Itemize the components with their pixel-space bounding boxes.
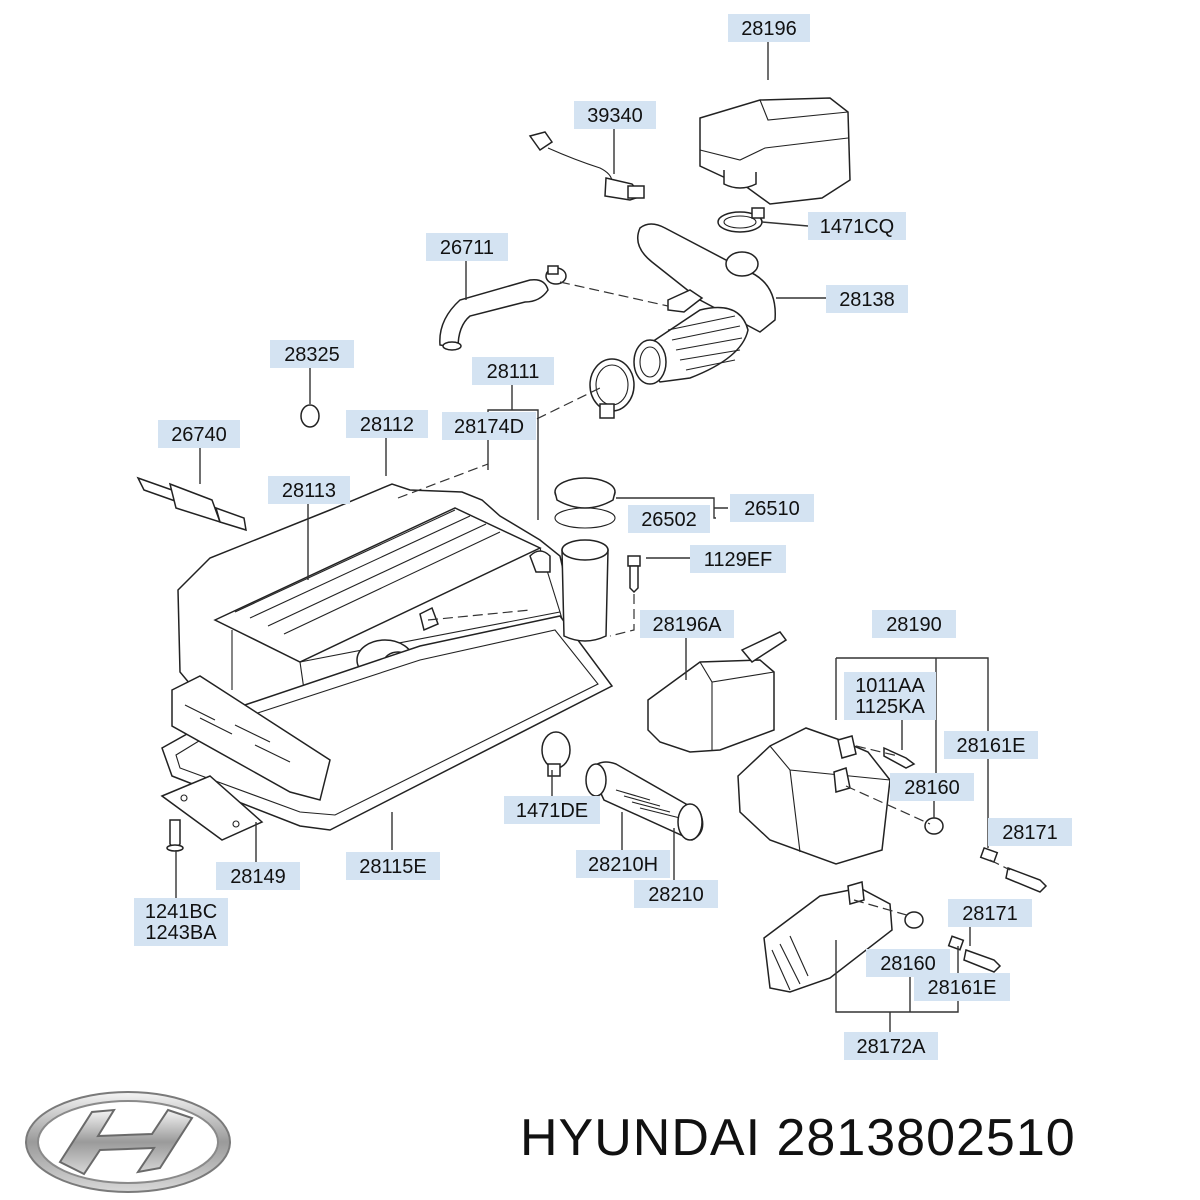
part-label-28196[interactable]: 28196 xyxy=(728,14,810,42)
svg-text:1243BA: 1243BA xyxy=(145,922,217,944)
screw-1011aa-part xyxy=(883,746,916,769)
valve-26740-part xyxy=(136,476,247,532)
svg-text:1125KA: 1125KA xyxy=(855,696,925,718)
svg-text:1471DE: 1471DE xyxy=(516,800,588,822)
resonator-part xyxy=(699,97,851,205)
svg-text:39340: 39340 xyxy=(587,105,643,127)
svg-text:28111: 28111 xyxy=(487,361,540,383)
brand-name: HYUNDAI xyxy=(520,1109,762,1167)
part-label-26711[interactable]: 26711 xyxy=(426,233,508,261)
part-label-1241bc[interactable]: 1241BC 1243BA xyxy=(134,898,228,946)
svg-text:26502: 26502 xyxy=(641,509,697,531)
part-label-1471de[interactable]: 1471DE xyxy=(504,796,600,824)
bolt-1129ef-part xyxy=(627,555,641,594)
intake-hose-part xyxy=(633,223,776,385)
svg-text:1241BC: 1241BC xyxy=(145,901,217,923)
part-label-26740[interactable]: 26740 xyxy=(158,420,240,448)
hose-connector-part xyxy=(667,289,704,313)
svg-text:26740: 26740 xyxy=(171,424,227,446)
part-label-28149[interactable]: 28149 xyxy=(216,862,300,890)
svg-text:28171: 28171 xyxy=(962,903,1018,925)
duct-28172a-part xyxy=(763,881,924,993)
svg-text:28172A: 28172A xyxy=(857,1036,927,1058)
plug-28325-part xyxy=(300,404,320,428)
svg-text:28113: 28113 xyxy=(282,480,336,502)
svg-text:26711: 26711 xyxy=(440,237,494,259)
part-label-39340[interactable]: 39340 xyxy=(574,101,656,129)
grommet-28160-part xyxy=(924,817,944,835)
clamp-28174d-part xyxy=(589,358,635,419)
svg-text:28112: 28112 xyxy=(360,414,414,436)
hyundai-logo-icon xyxy=(25,1091,231,1193)
part-label-28171-lower[interactable]: 28171 xyxy=(948,899,1032,927)
part-label-26502[interactable]: 26502 xyxy=(628,505,710,533)
svg-text:28190: 28190 xyxy=(886,614,942,636)
screw-1241bc-part xyxy=(166,819,184,852)
part-label-28171-upper[interactable]: 28171 xyxy=(988,818,1072,846)
mount-plate-28149-part xyxy=(160,775,264,841)
clamp-1471de-part xyxy=(541,731,571,777)
part-label-1129ef[interactable]: 1129EF xyxy=(690,545,786,573)
part-label-28325[interactable]: 28325 xyxy=(270,340,354,368)
part-label-1471cq[interactable]: 1471CQ xyxy=(808,212,906,240)
svg-text:1011AA: 1011AA xyxy=(855,675,925,697)
svg-text:1129EF: 1129EF xyxy=(704,549,773,571)
sensor-39340-part xyxy=(528,131,645,201)
svg-text:28171: 28171 xyxy=(1002,822,1058,844)
part-label-28115e[interactable]: 28115E xyxy=(346,852,440,880)
pipe-28196a-part xyxy=(561,539,609,642)
svg-text:28174D: 28174D xyxy=(454,416,524,438)
svg-text:28160: 28160 xyxy=(880,953,936,975)
svg-text:28149: 28149 xyxy=(230,866,286,888)
svg-text:28138: 28138 xyxy=(839,289,895,311)
part-label-28210[interactable]: 28210 xyxy=(634,880,718,908)
bolt-28171-lower-part xyxy=(947,935,1002,973)
part-label-28112[interactable]: 28112 xyxy=(346,410,428,438)
part-label-28172a[interactable]: 28172A xyxy=(844,1032,938,1060)
svg-text:28196: 28196 xyxy=(741,18,797,40)
part-label-28210h[interactable]: 28210H xyxy=(576,850,670,878)
bolt-28171-part xyxy=(979,846,1048,893)
part-label-28196a[interactable]: 28196A xyxy=(640,610,734,638)
dashed-assembly-lines xyxy=(397,281,1011,917)
part-number: 2813802510 xyxy=(776,1109,1076,1167)
small-clamp-part xyxy=(545,265,567,285)
breather-hose-part xyxy=(439,278,549,351)
svg-text:28161E: 28161E xyxy=(928,977,997,999)
part-label-28161e-upper[interactable]: 28161E xyxy=(944,731,1038,759)
part-label-28174d[interactable]: 28174D xyxy=(442,412,536,440)
part-label-28113[interactable]: 28113 xyxy=(268,476,350,504)
part-label-28160-lower[interactable]: 28160 xyxy=(866,949,950,977)
part-label-28161e-lower[interactable]: 28161E xyxy=(914,973,1010,1001)
svg-text:28210: 28210 xyxy=(648,884,704,906)
resonator-bracket-part xyxy=(647,631,788,753)
duct-28210-part xyxy=(585,761,704,841)
svg-text:28161E: 28161E xyxy=(957,735,1026,757)
svg-text:28115E: 28115E xyxy=(359,856,426,878)
svg-text:28325: 28325 xyxy=(284,344,340,366)
clamp-1471cq-part xyxy=(717,207,765,233)
svg-text:28160: 28160 xyxy=(904,777,960,799)
svg-text:28210H: 28210H xyxy=(588,854,658,876)
part-label-28190[interactable]: 28190 xyxy=(872,610,956,638)
part-label-28111[interactable]: 28111 xyxy=(472,357,554,385)
svg-text:28196A: 28196A xyxy=(653,614,723,636)
svg-text:26510: 26510 xyxy=(744,498,800,520)
part-title: HYUNDAI 2813802510 xyxy=(520,1108,1200,1178)
part-label-26510[interactable]: 26510 xyxy=(730,494,814,522)
svg-text:1471CQ: 1471CQ xyxy=(820,216,895,238)
part-label-1011aa[interactable]: 1011AA 1125KA xyxy=(844,672,936,720)
cap-26510-part xyxy=(554,477,616,529)
part-label-28160-upper[interactable]: 28160 xyxy=(890,773,974,801)
part-label-28138[interactable]: 28138 xyxy=(826,285,908,313)
